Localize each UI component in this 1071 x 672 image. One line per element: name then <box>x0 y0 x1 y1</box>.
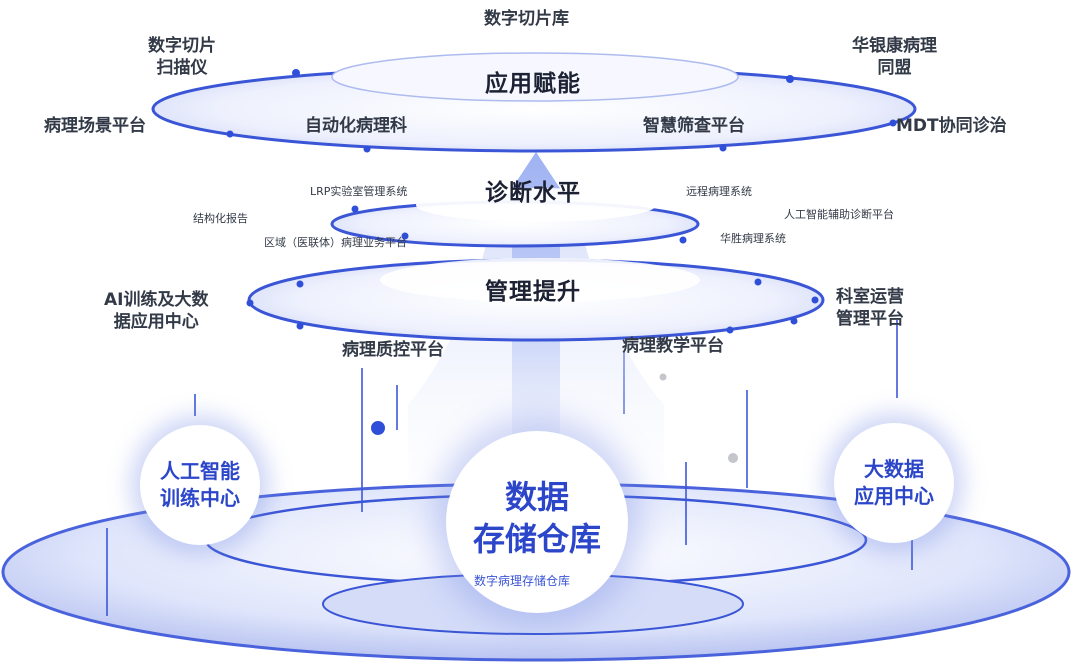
item-remote: 远程病理系统 <box>686 185 752 198</box>
item-scanner: 数字切片 扫描仪 <box>148 36 216 78</box>
tier-title-diagnosis: 诊断水平 <box>485 180 581 206</box>
item-qc: 病理质控平台 <box>342 340 444 360</box>
ai-training-center-label: 人工智能 训练中心 <box>160 459 240 510</box>
decor-lines <box>106 320 913 616</box>
item-screening: 智慧筛查平台 <box>643 116 745 136</box>
item-ai-assist: 人工智能辅助诊断平台 <box>784 208 894 221</box>
ring-application <box>151 52 917 153</box>
item-ai-bigdata: AI训练及大数 据应用中心 <box>104 290 209 332</box>
ring-management <box>247 258 825 342</box>
item-slide-library: 数字切片库 <box>484 9 569 29</box>
item-mdt: MDT协同诊治 <box>896 116 1007 136</box>
item-alliance: 华银康病理 同盟 <box>852 36 937 78</box>
tier-title-application: 应用赋能 <box>485 71 581 97</box>
ring-dots <box>226 69 897 435</box>
data-warehouse-sub: 数字病理存储仓库 <box>474 574 571 588</box>
item-huasheng: 华胜病理系统 <box>720 232 786 245</box>
item-teaching: 病理教学平台 <box>622 336 724 356</box>
item-dept-ops: 科室运营 管理平台 <box>836 287 904 329</box>
item-scene-platform: 病理场景平台 <box>44 116 146 136</box>
ai-training-center: 人工智能 训练中心 <box>140 425 260 545</box>
data-warehouse: 数据 存储仓库 <box>446 431 628 613</box>
data-warehouse-label: 数据 存储仓库 <box>472 478 601 558</box>
bigdata-center-label: 大数据 应用中心 <box>854 457 934 508</box>
ring-diagnosis <box>330 188 700 248</box>
item-lrp: LRP实验室管理系统 <box>310 185 408 198</box>
item-structured: 结构化报告 <box>193 212 248 225</box>
item-auto-dept: 自动化病理科 <box>305 116 407 136</box>
bigdata-center: 大数据 应用中心 <box>834 423 954 543</box>
grey-dots <box>659 373 738 463</box>
tier-title-management: 管理提升 <box>485 279 581 305</box>
item-regional: 区域（医联体）病理业务平台 <box>264 236 407 249</box>
